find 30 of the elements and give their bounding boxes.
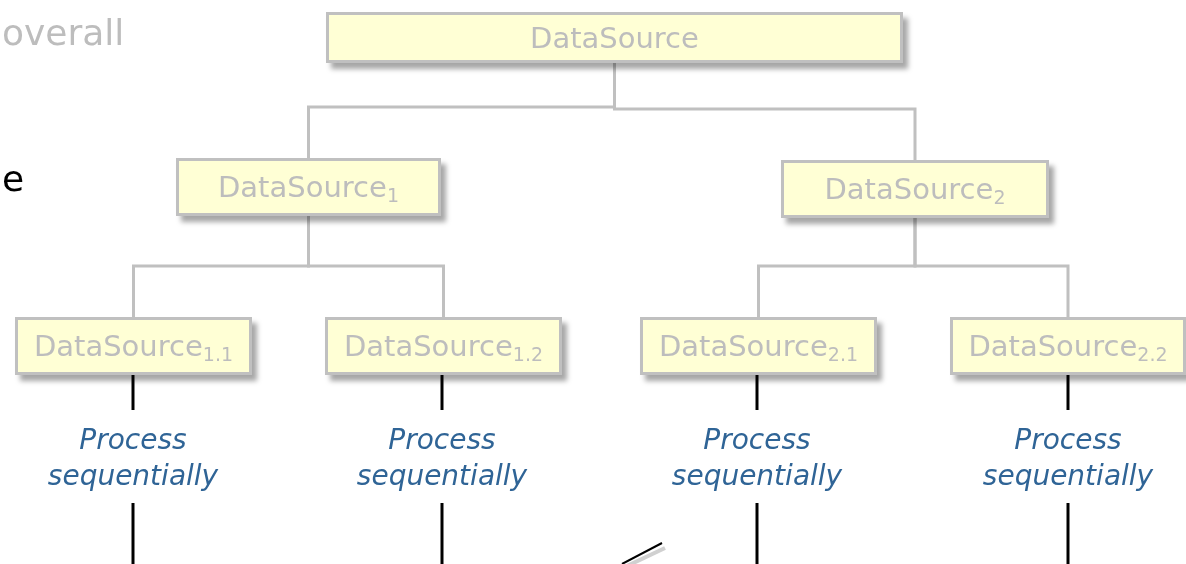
process-box: [950, 317, 1186, 375]
step-label: Process sequentially: [46, 421, 220, 494]
connector-line: [131, 503, 135, 564]
process-box: [326, 12, 903, 63]
connector-line: [440, 375, 444, 410]
connector-line: [1066, 375, 1070, 410]
step-label: Process sequentially: [981, 421, 1155, 494]
connector-line: [755, 503, 759, 564]
connector-line: [131, 375, 135, 410]
box-label: DataSource$_{2.1}$: [658, 329, 859, 363]
process-box: [781, 160, 1049, 218]
process-box: [176, 158, 441, 216]
box-label: DataSource$_{1.2}$: [343, 329, 544, 363]
process-box: [15, 317, 252, 375]
process-box: [325, 317, 562, 375]
connector-line: [1066, 503, 1070, 564]
connector-line: [755, 375, 759, 410]
process-box: [640, 317, 877, 375]
box-label: DataSource$_{2}$: [824, 172, 1006, 206]
box-label: DataSource$_{1.1}$: [33, 329, 234, 363]
slide-text: overall: [2, 12, 125, 53]
step-label: Process sequentially: [670, 421, 844, 494]
connector-line: [440, 503, 444, 564]
step-label: Process sequentially: [355, 421, 529, 494]
slide-text: e: [2, 158, 25, 199]
box-label: DataSource: [530, 20, 699, 55]
connector-line: [913, 218, 1070, 317]
box-label: DataSource$_{1}$: [218, 170, 399, 204]
connector-line: [613, 63, 917, 160]
box-label: DataSource$_{2.2}$: [968, 329, 1168, 363]
